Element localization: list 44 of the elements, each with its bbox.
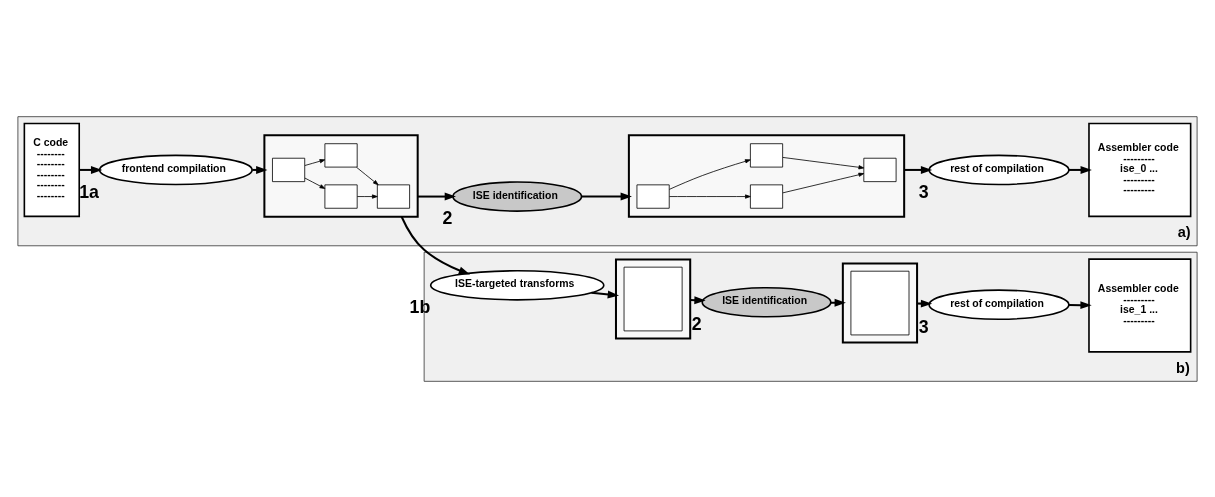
node-ellipse: rest of compilation [928, 288, 1070, 320]
arrow [782, 156, 865, 169]
arrow [304, 158, 326, 166]
node-box: C code -------- -------- -------- -------- -------- [23, 122, 81, 217]
arrow [400, 215, 471, 274]
arrow [904, 165, 933, 174]
cluster [627, 133, 906, 218]
arrow [79, 165, 103, 174]
node-label: 1a [79, 181, 99, 202]
node-box [749, 183, 784, 209]
node-label: 2 [691, 313, 702, 334]
arrow [669, 158, 751, 190]
arrow [356, 193, 378, 199]
node-box [272, 157, 306, 182]
arrow [581, 192, 632, 201]
node-box [636, 183, 670, 209]
node-box [850, 270, 910, 335]
node-box [623, 266, 683, 331]
arrow [782, 172, 865, 193]
arrow [417, 192, 456, 201]
node-box [376, 183, 411, 209]
node-ellipse: rest of compilation [928, 154, 1070, 185]
node-box [863, 157, 897, 182]
node-ellipse: frontend compilation [98, 154, 253, 185]
node-label: 1b [409, 296, 431, 317]
arrow [304, 177, 326, 189]
node-box: Assembler code --------- ise_0 ... --------- --------- [1088, 122, 1192, 217]
node-box [324, 183, 358, 209]
node-label: 3 [918, 181, 929, 202]
node-ellipse: ISE-targeted transforms [429, 269, 605, 301]
node-ellipse: ISE identification [452, 180, 583, 212]
arrow [669, 193, 751, 199]
node-ellipse: ISE identification [701, 286, 832, 318]
arrow [591, 290, 620, 298]
cluster [263, 133, 419, 218]
node-label: 2 [442, 207, 453, 228]
cluster [614, 258, 692, 340]
node-box: Assembler code --------- ise_1 ... --------- [1088, 257, 1192, 353]
node-box [324, 142, 358, 167]
cluster [841, 262, 919, 344]
arrow [1069, 165, 1092, 174]
arrow [356, 166, 379, 185]
node-box [749, 142, 784, 167]
node-label: 3 [918, 316, 929, 337]
